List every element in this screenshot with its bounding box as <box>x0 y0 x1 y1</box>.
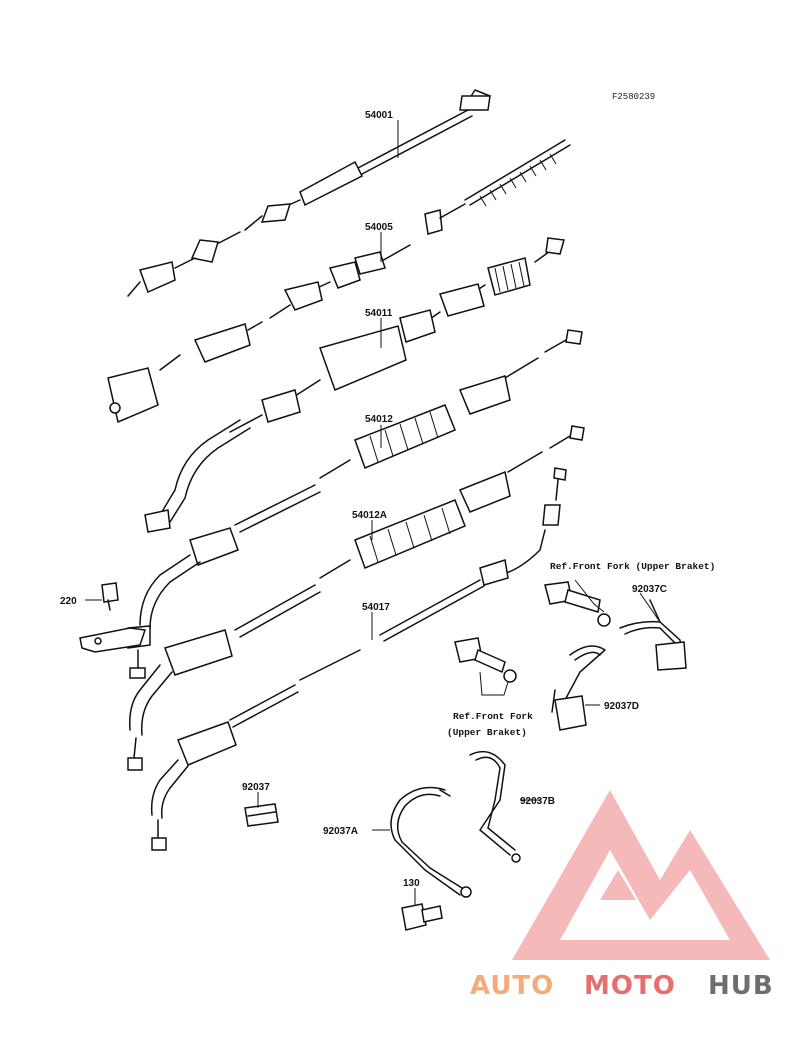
label-54011: 54011 <box>365 308 393 319</box>
cable-54017 <box>150 467 567 851</box>
brand-part-hub: HUB <box>708 971 774 1001</box>
brand-part-auto: AUTO <box>470 971 554 1001</box>
cable-54011 <box>144 237 565 533</box>
ref-front-fork-2-line2: (Upper Braket) <box>447 727 527 738</box>
label-54017: 54017 <box>362 602 390 613</box>
brand-wordmark: AUTO MOTO HUB <box>470 971 774 1001</box>
bolt-upper-right <box>544 579 611 627</box>
label-92037D: 92037D <box>604 701 639 712</box>
brand-part-moto: MOTO <box>584 971 676 1001</box>
cable-54005 <box>107 139 571 424</box>
cable-54001 <box>127 89 491 297</box>
label-92037B: 92037B <box>520 796 555 807</box>
clamp-92037 <box>244 803 279 827</box>
label-130: 130 <box>403 878 420 889</box>
cable-54012A <box>127 425 585 771</box>
label-92037A: 92037A <box>323 826 358 837</box>
clamp-92037D <box>551 645 606 731</box>
clamp-92037B <box>469 750 521 863</box>
clamp-92037C <box>619 599 687 671</box>
diagram-code: F2580239 <box>612 92 655 102</box>
label-92037C: 92037C <box>632 584 667 595</box>
bracket-220 <box>79 582 146 653</box>
label-54005: 54005 <box>365 222 393 233</box>
bolt-130 <box>401 903 443 931</box>
ref-front-fork-upper-1: Ref.Front Fork (Upper Braket) <box>550 561 715 572</box>
label-220: 220 <box>60 596 77 607</box>
clamp-92037A <box>390 786 472 898</box>
label-54012: 54012 <box>365 414 393 425</box>
label-54012A: 54012A <box>352 510 387 521</box>
brand-logo-icon <box>512 790 770 960</box>
leader-lines <box>85 120 661 906</box>
bolt-middle <box>454 637 517 696</box>
label-92037: 92037 <box>242 782 270 793</box>
label-54001: 54001 <box>365 110 393 121</box>
ref-front-fork-2-line1: Ref.Front Fork <box>453 711 533 722</box>
